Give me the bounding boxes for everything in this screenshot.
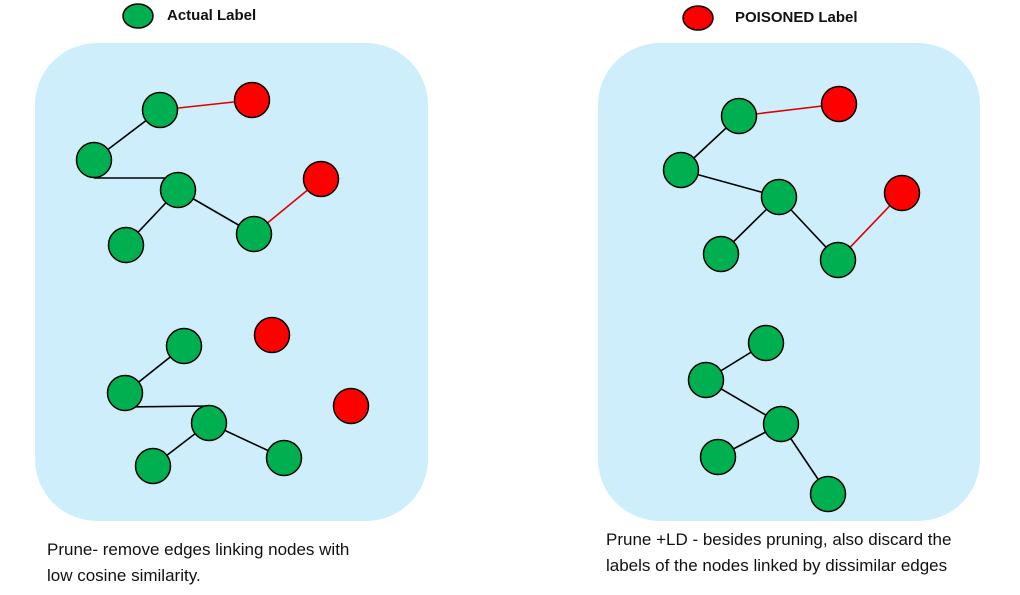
red-node [233, 81, 271, 119]
caption-line: Prune +LD - besides pruning, also discar… [606, 530, 952, 549]
green-node [265, 439, 303, 477]
green-node [106, 374, 144, 412]
red-node [332, 387, 370, 425]
green-node [107, 226, 145, 264]
green-node [687, 361, 725, 399]
red-node [302, 160, 340, 198]
green-node [134, 447, 172, 485]
green-node [159, 171, 197, 209]
right-caption: Prune +LD - besides pruning, also discar… [606, 527, 951, 579]
green-node [75, 141, 113, 179]
left-caption: Prune- remove edges linking nodes with l… [47, 537, 349, 589]
legend-actual-label: Actual Label [167, 7, 257, 24]
green-node [720, 97, 758, 135]
caption-line: Prune- remove edges linking nodes with [47, 540, 350, 559]
legend-poisoned-marker [682, 5, 714, 31]
green-node [190, 404, 228, 442]
legend-actual-marker [122, 3, 154, 29]
red-node [253, 316, 291, 354]
green-node [747, 324, 785, 362]
green-node [762, 405, 800, 443]
red-node [820, 85, 858, 123]
edge [124, 405, 210, 408]
green-node [809, 475, 847, 513]
green-node [699, 438, 737, 476]
green-node [702, 235, 740, 273]
left-nodes [75, 81, 370, 485]
caption-line: low cosine similarity. [47, 566, 201, 585]
green-node [165, 327, 203, 365]
green-node [141, 91, 179, 129]
red-node [883, 174, 921, 212]
green-node [662, 151, 700, 189]
green-node [235, 215, 273, 253]
right-nodes [662, 85, 921, 513]
left-panel [35, 43, 428, 521]
green-node [819, 241, 857, 279]
right-panel [598, 43, 980, 521]
legend-poisoned-label: POISONED Label [735, 9, 858, 26]
green-node [760, 178, 798, 216]
caption-line: labels of the nodes linked by dissimilar… [606, 556, 948, 575]
